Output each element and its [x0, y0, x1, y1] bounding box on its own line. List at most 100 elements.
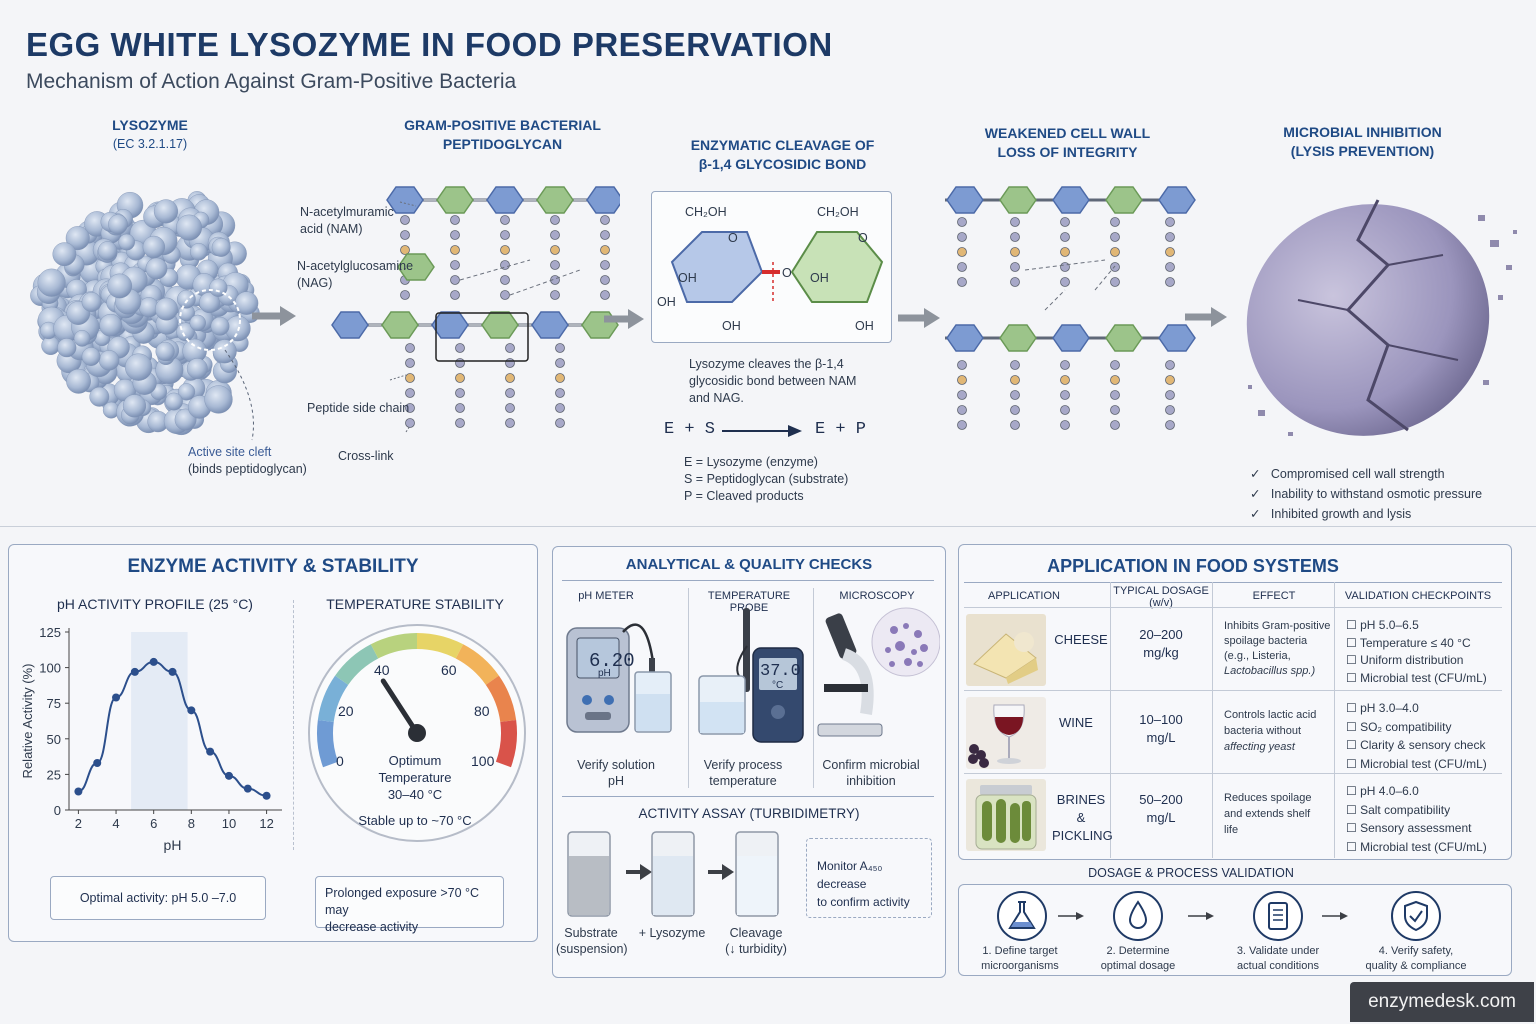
col-sep-2 — [1212, 582, 1213, 858]
cleavage-site-box — [435, 312, 529, 362]
clipboard-icon — [1253, 891, 1303, 941]
step1-title: LYSOZYME (EC 3.2.1.17) — [90, 116, 210, 154]
effect-brines-l1: Reduces spoilage — [1224, 792, 1312, 804]
amino-acid — [1110, 232, 1120, 242]
qa-rule — [562, 580, 934, 581]
active-site-label: Active site cleft (binds peptidoglycan) — [188, 444, 307, 478]
amino-acid — [550, 290, 560, 300]
amino-acid — [550, 215, 560, 225]
amino-acid — [550, 245, 560, 255]
cleavage-description: Lysozyme cleaves the β-1,4 glycosidic bo… — [689, 356, 856, 407]
peptide-label: Peptide side chain — [307, 401, 410, 415]
temp-note-l2: decrease activity — [325, 920, 419, 934]
sugar-unit — [1158, 186, 1196, 214]
assay-rule — [562, 796, 934, 797]
data-point — [93, 759, 102, 768]
oh-1: OH — [678, 271, 697, 285]
amino-acid — [400, 245, 410, 255]
assay-step-3: Cleavage (↓ turbidity) — [720, 925, 792, 957]
arrow-icon — [604, 309, 644, 329]
page-subtitle: Mechanism of Action Against Gram-Positiv… — [26, 70, 517, 93]
effect-wine-l2: bacteria without — [1224, 725, 1302, 737]
validation-step-4-l1: 4. Verify safety, — [1378, 945, 1454, 957]
data-point — [262, 791, 271, 800]
checks-wine: ☐ pH 3.0–4.0 ☐ SO₂ compatibility ☐ Clari… — [1346, 699, 1506, 773]
amino-acid — [500, 230, 510, 240]
arrow-right-icon — [1058, 912, 1084, 920]
desc-l1: Lysozyme cleaves the β-1,4 — [689, 357, 844, 371]
amino-acid — [1060, 420, 1070, 430]
amino-acid — [1010, 420, 1020, 430]
validation-step-1: 1. Define target microorganisms — [968, 944, 1072, 974]
amino-acid — [550, 260, 560, 270]
data-point — [112, 693, 121, 702]
glycosidic-bond-box — [651, 191, 892, 343]
data-point — [206, 747, 215, 756]
validation-step-2: 2. Determine optimal dosage — [1088, 944, 1188, 974]
dosage-wine: 10–100 mg/L — [1112, 711, 1210, 747]
effect-wine-l1: Controls lactic acid — [1224, 709, 1317, 721]
weakened-wall-diagram — [945, 186, 1196, 430]
amino-acid — [1010, 277, 1020, 287]
gauge-label-40: 40 — [374, 662, 390, 678]
qa-col3-cap-l2: inhibition — [846, 774, 896, 788]
amino-acid — [1110, 390, 1120, 400]
checks-brines: ☐ pH 4.0–6.0 ☐ Salt compatibility ☐ Sens… — [1346, 782, 1506, 856]
amino-acid — [505, 343, 515, 353]
dosage-wine-l1: 10–100 — [1139, 712, 1183, 727]
check-item-1: ✓ Compromised cell wall strength — [1250, 464, 1482, 484]
data-point — [149, 657, 158, 666]
amino-acid — [957, 277, 967, 287]
assay-step-3-l1: Cleavage — [729, 926, 783, 940]
equation-legend: E = Lysozyme (enzyme) S = Peptidoglycan … — [684, 454, 848, 505]
dosage-wine-l2: mg/L — [1146, 730, 1176, 745]
sugar-unit — [436, 186, 474, 214]
qa-col1-cap-l2: pH — [608, 774, 624, 788]
ph-unit: pH — [598, 668, 611, 679]
step5-title-l1: MICROBIAL INHIBITION — [1283, 124, 1442, 140]
amino-acid — [1060, 247, 1070, 257]
panel-divider — [293, 600, 294, 850]
effect-wine-l3: affecting yeast — [1224, 741, 1295, 753]
checkmark-icon: ✓ — [1250, 507, 1261, 521]
amino-acid — [450, 245, 460, 255]
amino-acid — [1165, 217, 1175, 227]
check-text-2: Inability to withstand osmotic pressure — [1270, 487, 1483, 501]
sugar-unit — [531, 311, 569, 339]
sugar-unit — [946, 324, 984, 352]
assay-note-l1: Monitor A₄₅₀ decrease — [817, 859, 883, 891]
gauge-segment — [335, 644, 379, 686]
amino-acid — [957, 420, 967, 430]
temp-unit: °C — [772, 680, 784, 691]
temperature-probe-icon — [698, 608, 804, 743]
site-watermark[interactable]: enzymedesk.com — [1350, 982, 1534, 1022]
amino-acid — [1110, 217, 1120, 227]
step4-title-l2: LOSS OF INTEGRITY — [997, 144, 1138, 160]
sugar-unit — [481, 311, 519, 339]
sugar-unit — [1105, 186, 1143, 214]
dosage-brines-l2: mg/L — [1146, 810, 1176, 825]
turbidity-assay-illustration — [567, 831, 779, 917]
effect-cheese-l4: Lactobacillus spp.) — [1224, 665, 1316, 677]
bridge-o: O — [782, 266, 792, 280]
amino-acid — [1165, 390, 1175, 400]
inhibition-checklist: ✓ Compromised cell wall strength ✓ Inabi… — [1250, 464, 1482, 524]
amino-acid — [1010, 217, 1020, 227]
amino-acid — [555, 358, 565, 368]
amino-acid — [555, 418, 565, 428]
sugar-unit — [946, 186, 984, 214]
validation-step-4-l2: quality & compliance — [1365, 960, 1467, 972]
data-point — [168, 667, 177, 676]
qa-col2-caption: Verify process temperature — [690, 757, 796, 789]
x-tick-label: 2 — [75, 816, 82, 831]
app-name-cheese: CHEESE — [1054, 632, 1108, 647]
cheese-image — [966, 614, 1046, 686]
amino-acid — [1060, 390, 1070, 400]
amino-acid — [405, 358, 415, 368]
validation-title: DOSAGE & PROCESS VALIDATION — [1088, 866, 1294, 880]
amino-acid — [957, 232, 967, 242]
x-tick-label: 4 — [112, 816, 119, 831]
assay-step-1-l2: (suspension) — [556, 942, 628, 956]
step2-title-l2: PEPTIDOGLYCAN — [442, 136, 563, 152]
sugar-unit — [999, 324, 1037, 352]
